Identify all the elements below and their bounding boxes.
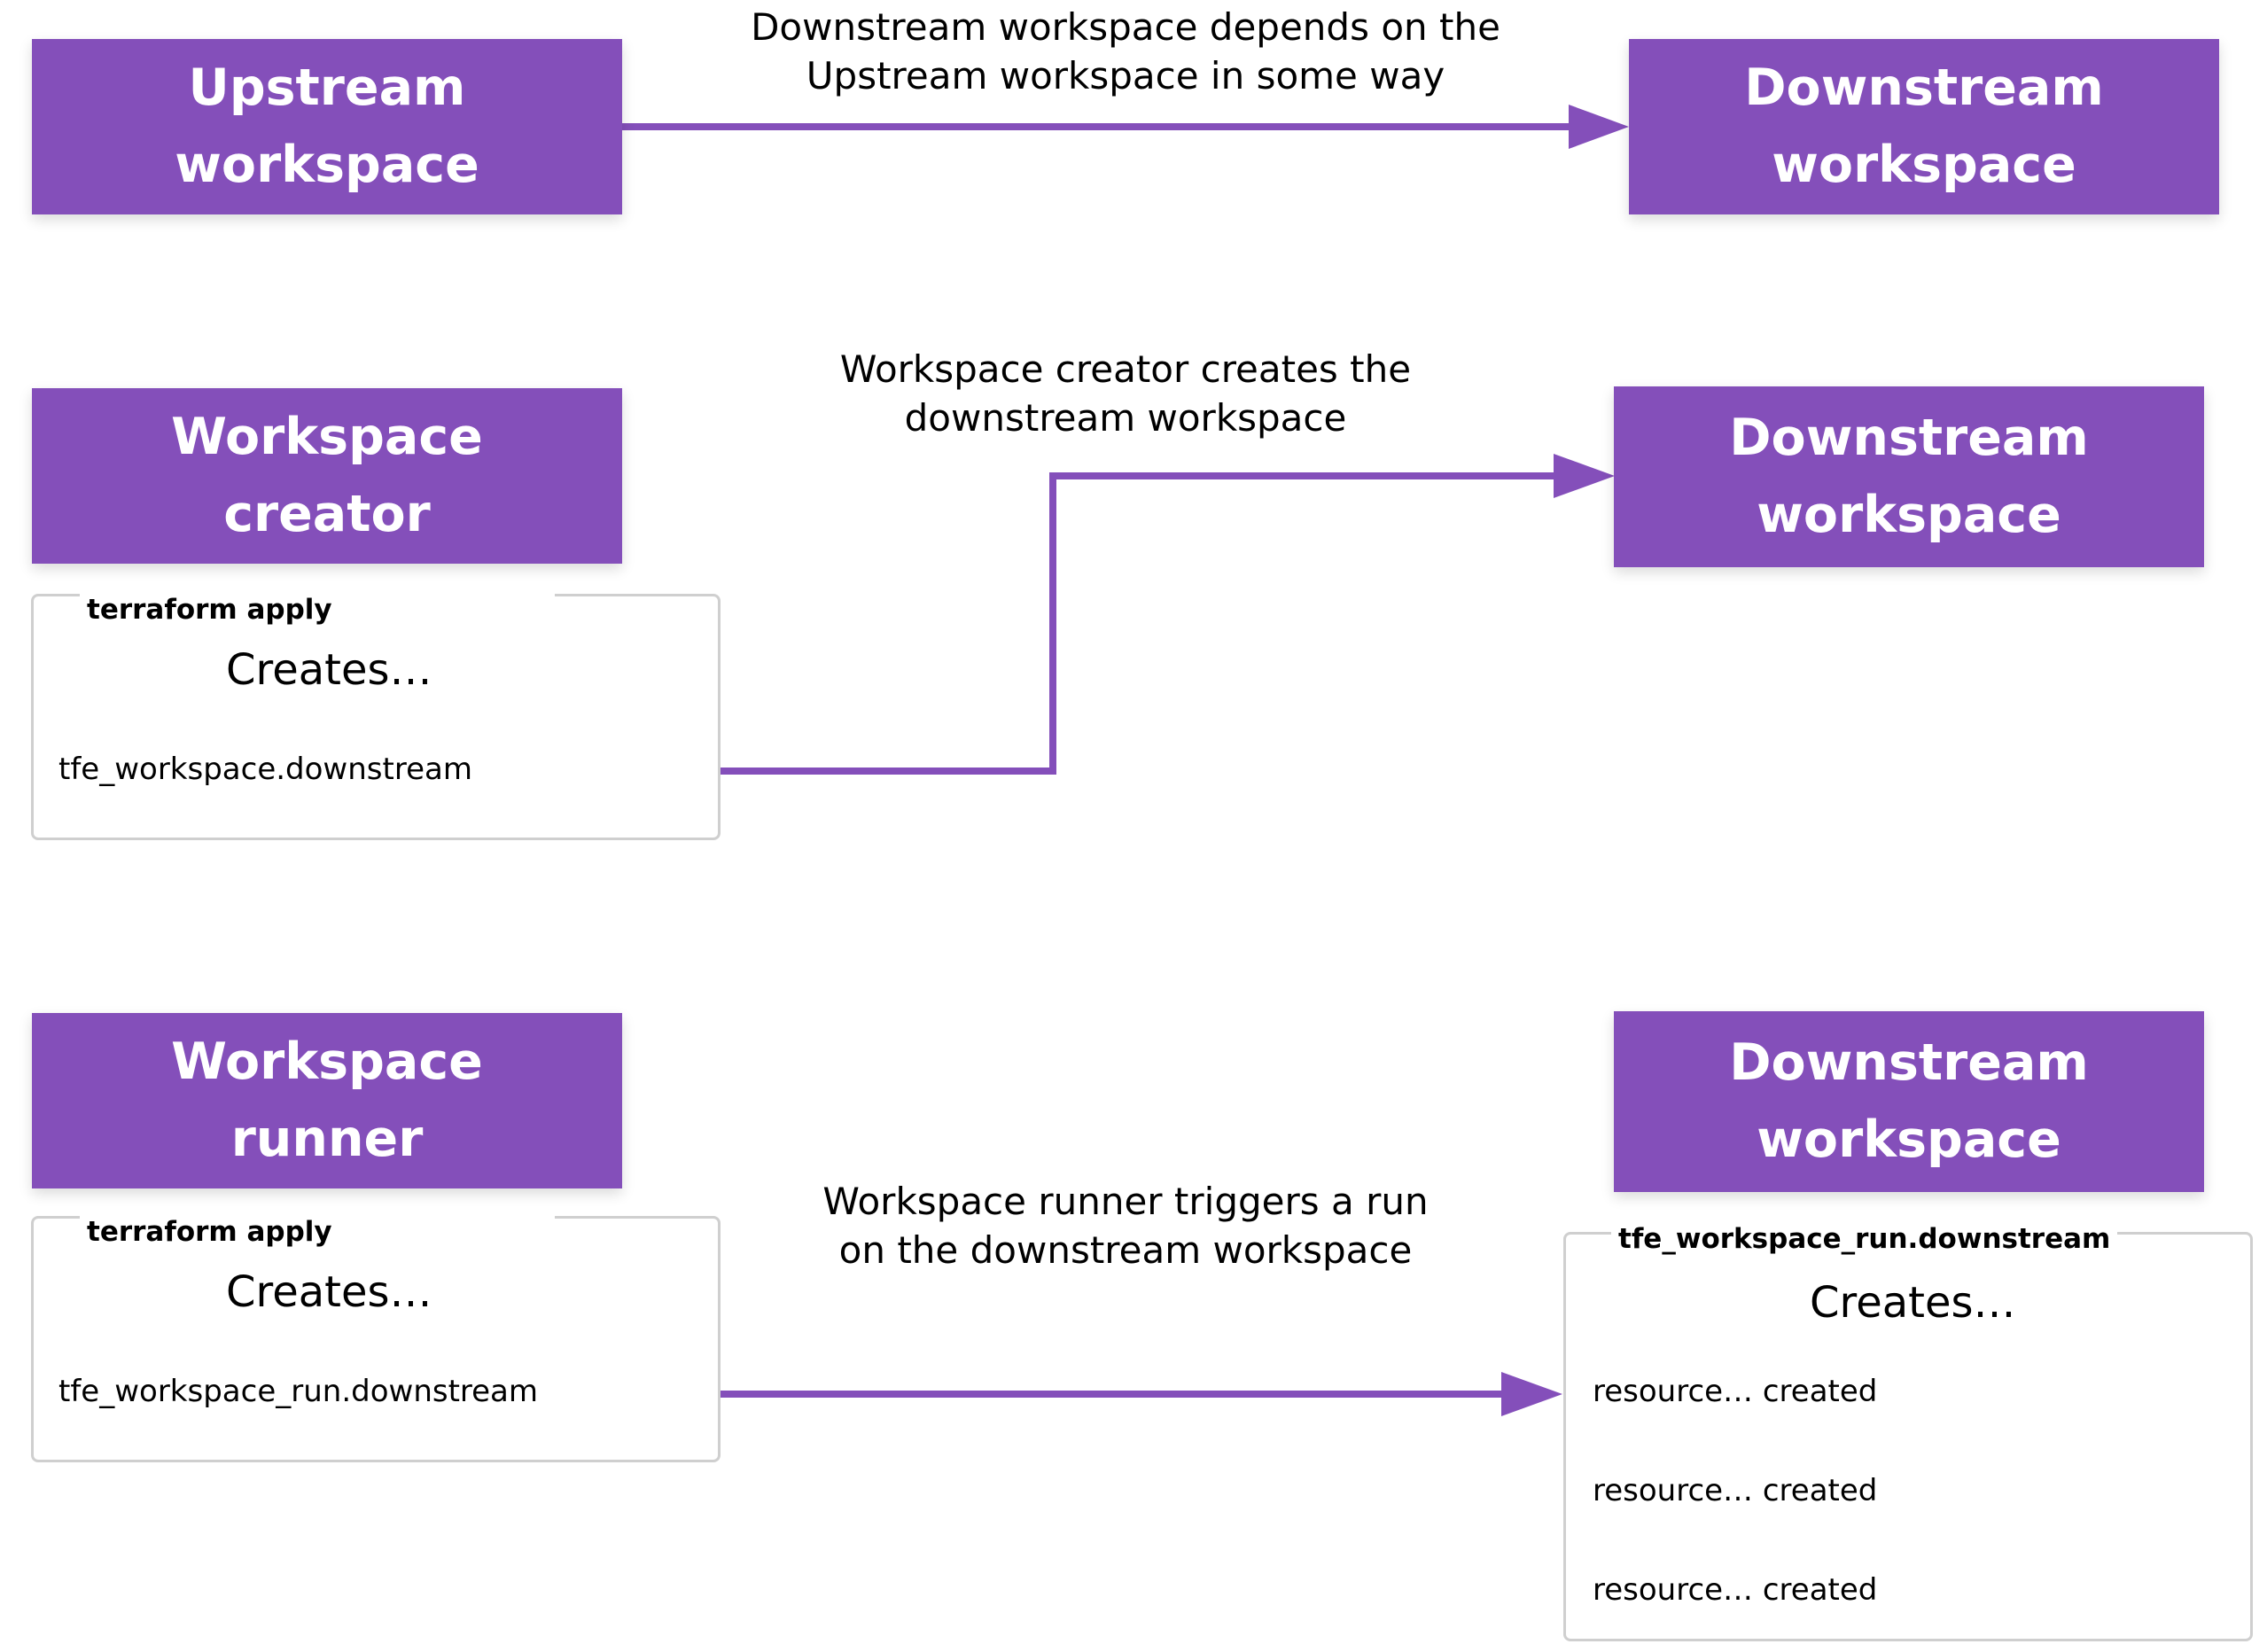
triggers-label: Workspace runner triggers a run on the d… xyxy=(709,1177,1542,1274)
downstream-workspace-3-line-2: workspace xyxy=(1757,1110,2061,1169)
upstream-workspace-line-2: workspace xyxy=(175,136,479,194)
depends-label-line-2: Upstream workspace in some way xyxy=(806,54,1445,97)
triggers-arrow-head xyxy=(1501,1372,1562,1416)
creates-arrow-head xyxy=(1554,454,1615,498)
downstream-workspace-1-line-1: Downstream xyxy=(1744,58,2104,117)
downstream-workspace-box-3: Downstream workspace xyxy=(1614,1011,2204,1192)
triggers-label-line-2: on the downstream workspace xyxy=(838,1228,1413,1272)
resource-created-item: resource… created xyxy=(1593,1473,1878,1508)
downstream-workspace-box-2: Downstream workspace xyxy=(1614,386,2204,567)
creates-label: Workspace creator creates the downstream… xyxy=(709,345,1542,442)
triggers-label-line-1: Workspace runner triggers a run xyxy=(822,1180,1429,1223)
depends-arrow-head xyxy=(1569,105,1629,149)
creator-apply-panel xyxy=(31,594,721,840)
runner-apply-panel-title: terraform apply xyxy=(80,1214,555,1250)
creates-arrow-line xyxy=(492,472,1564,775)
runner-apply-panel xyxy=(31,1216,721,1462)
downstream-workspace-1-line-2: workspace xyxy=(1772,136,2076,194)
creates-label-line-2: downstream workspace xyxy=(904,396,1347,440)
downstream-workspace-3-line-1: Downstream xyxy=(1729,1033,2089,1092)
upstream-workspace-box: Upstream workspace xyxy=(32,39,622,214)
workspace-runner-line-2: runner xyxy=(230,1110,424,1168)
workspace-creator-box: Workspace creator xyxy=(32,388,622,564)
depends-label: Downstream workspace depends on the Upst… xyxy=(709,3,1542,100)
creator-apply-panel-title: terraform apply xyxy=(80,592,555,627)
upstream-workspace-line-1: Upstream xyxy=(188,58,466,117)
creates-label-line-1: Workspace creator creates the xyxy=(839,347,1412,391)
downstream-run-panel xyxy=(1563,1232,2253,1641)
resource-created-item: resource… created xyxy=(1593,1374,1878,1409)
downstream-workspace-2-line-1: Downstream xyxy=(1729,409,2089,467)
workspace-runner-line-1: Workspace xyxy=(171,1032,483,1091)
workspace-creator-line-2: creator xyxy=(223,485,431,543)
runner-creates-text: Creates… xyxy=(226,1267,432,1317)
downstream-run-creates-text: Creates… xyxy=(1810,1278,2016,1328)
creator-item-tfe-workspace: tfe_workspace.downstream xyxy=(58,752,472,787)
depends-label-line-1: Downstream workspace depends on the xyxy=(751,5,1500,49)
creator-creates-text: Creates… xyxy=(226,645,432,695)
downstream-run-panel-title: tfe_workspace_run.downstream xyxy=(1611,1221,2118,1257)
downstream-workspace-box-1: Downstream workspace xyxy=(1629,39,2219,214)
resource-created-item: resource… created xyxy=(1593,1572,1878,1608)
downstream-workspace-2-line-2: workspace xyxy=(1757,486,2061,544)
workspace-runner-box: Workspace runner xyxy=(32,1013,622,1188)
workspace-creator-line-1: Workspace xyxy=(171,408,483,466)
runner-item-tfe-workspace-run: tfe_workspace_run.downstream xyxy=(58,1374,539,1409)
